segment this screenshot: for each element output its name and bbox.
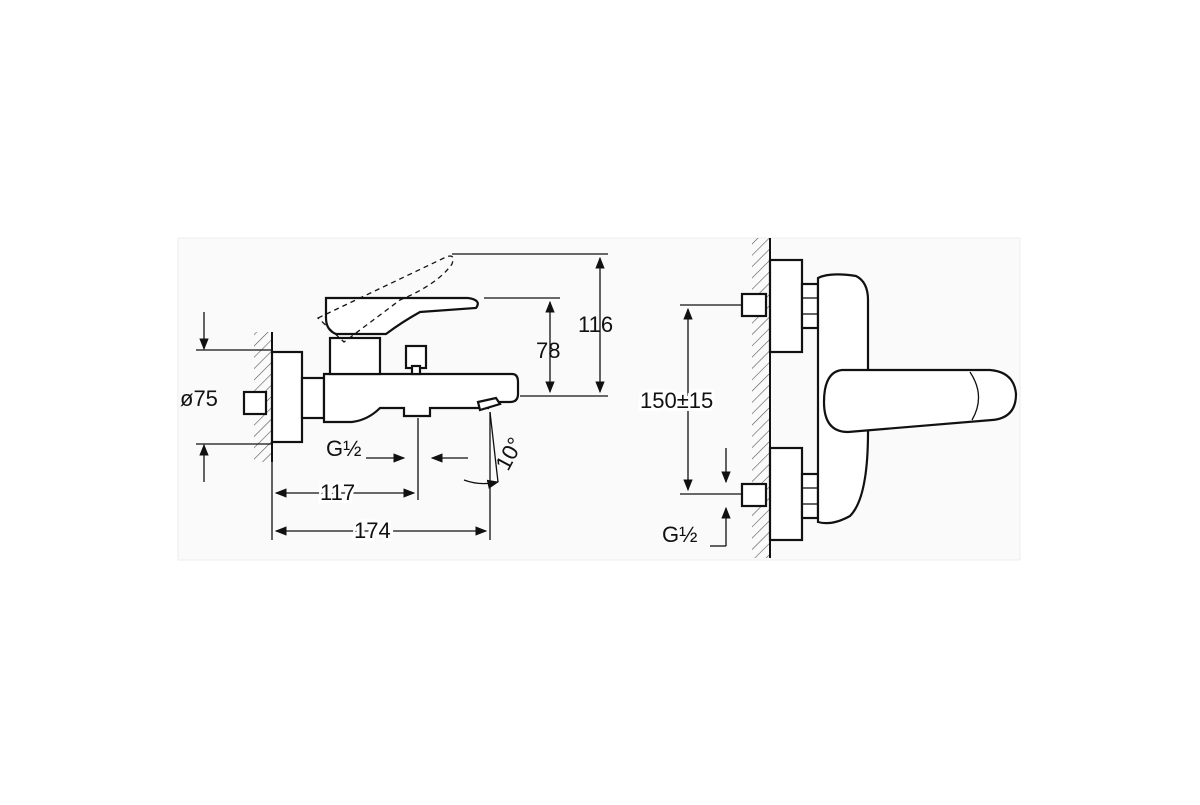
spout-angle-line (489, 411, 499, 483)
dim-label-rosette-diameter: ø75 (180, 386, 218, 411)
thread-label-outlet: G½ (326, 436, 361, 461)
rosette (270, 350, 304, 444)
side-view: ø75 116 78 G½ 10° 117 174 (180, 253, 613, 546)
dim-label-78: 78 (536, 338, 560, 363)
dim-label-174: 174 (354, 518, 391, 543)
dim-label-117: 117 (320, 480, 355, 505)
lever-handle (324, 296, 479, 336)
dim-label-150: 150±15 (640, 388, 713, 413)
inlet-connector (242, 390, 268, 416)
lever-edge-front (969, 371, 980, 421)
diverter-knob (404, 344, 428, 370)
spout-outlet (476, 396, 502, 412)
lever-handle-front (822, 368, 1018, 434)
dim-label-116: 116 (578, 312, 613, 337)
diverter-stem (410, 364, 422, 376)
rosette-upper (768, 258, 804, 354)
dim-arc-angle (463, 479, 500, 489)
connector-neck (300, 376, 326, 420)
connector-upper (800, 282, 820, 330)
inlet-upper (740, 292, 768, 318)
cartridge-housing (328, 336, 382, 376)
front-view: 150±15 G½ (637, 238, 1018, 558)
lever-open-position (316, 255, 454, 343)
wall-hatch-right (752, 238, 770, 558)
thread-label-inlet: G½ (662, 522, 697, 547)
rosette-lower (768, 446, 804, 542)
inlet-lower (740, 482, 768, 508)
connector-lower (800, 472, 820, 520)
mixer-body (322, 372, 520, 424)
